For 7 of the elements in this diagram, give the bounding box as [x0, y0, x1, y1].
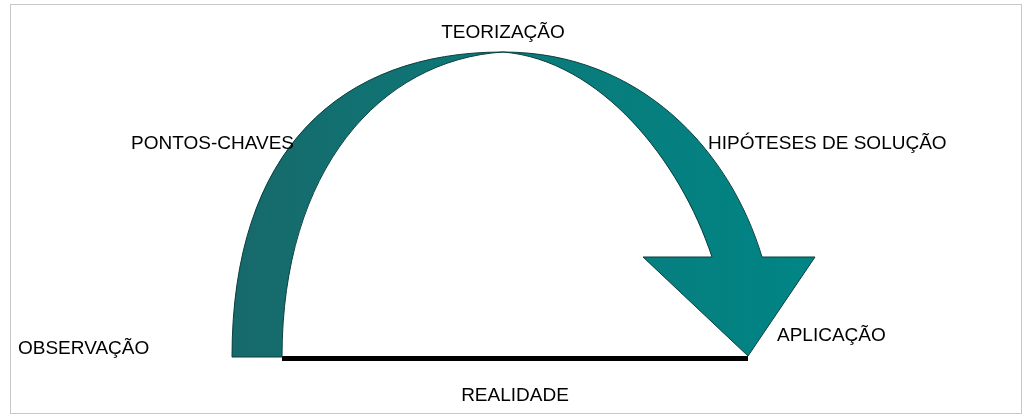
stage-label: TEORIZAÇÃO — [441, 21, 565, 43]
curved-arrow — [231, 51, 816, 358]
stage-label: PONTOS-CHAVES — [131, 132, 294, 154]
base-label: REALIDADE — [461, 384, 569, 406]
stage-label: OBSERVAÇÃO — [18, 337, 150, 358]
stage-label: HIPÓTESES DE SOLUÇÃO — [708, 132, 947, 154]
stage-label: APLICAÇÃO — [777, 324, 886, 345]
